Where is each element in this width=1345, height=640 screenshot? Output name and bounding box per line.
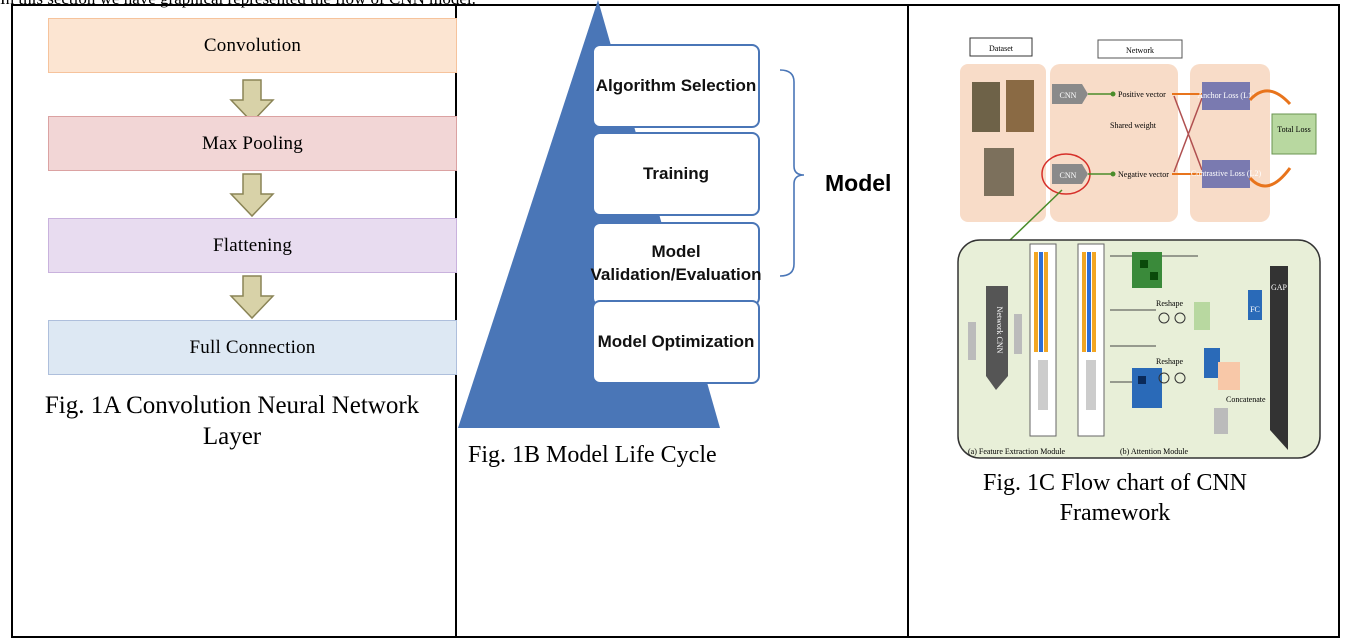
- cnn-block-top: [1052, 84, 1088, 104]
- shared-weight-label: Shared weight: [1110, 121, 1157, 130]
- anchor-loss-label: Anchor Loss (L1): [1197, 91, 1255, 100]
- gap-label: GAP: [1271, 283, 1288, 292]
- reshape-label: Reshape: [1156, 357, 1184, 366]
- cnn-label-bottom: CNN: [1060, 171, 1077, 180]
- elephant-image: [984, 148, 1014, 196]
- layer-max-pooling: Max Pooling: [48, 116, 457, 171]
- fc-label: FC: [1250, 305, 1260, 314]
- layer-convolution: Convolution: [48, 18, 457, 73]
- network-label: Network: [1126, 46, 1154, 55]
- network-cnn-block: [986, 286, 1008, 390]
- figure-table: [11, 4, 1340, 638]
- stage-model-optimization: Model Optimization: [592, 300, 760, 384]
- cnn-block-bottom: [1052, 164, 1088, 184]
- cnn-framework-figure: Dataset Network CNN Positive vector Shar…: [957, 37, 1321, 459]
- gap-block: [1270, 266, 1288, 450]
- dataset-box: [969, 37, 1033, 57]
- reshape-label: Reshape: [1156, 299, 1184, 308]
- negative-vector-label: Negative vector: [1118, 170, 1169, 179]
- cnn-label-top: CNN: [1060, 91, 1077, 100]
- caption-fig-1a: Fig. 1A Convolution Neural Network Layer: [44, 392, 420, 451]
- column-divider-2: [907, 4, 909, 638]
- contrastive-loss-label: Contrastive Loss (L2): [1191, 169, 1262, 178]
- attention-map-blue: [1132, 368, 1162, 408]
- stage-model-validation: Model Validation/Evaluation: [591, 222, 762, 306]
- positive-vector-label: Positive vector: [1118, 90, 1166, 99]
- feature-module-label: (a) Feature Extraction Module: [968, 447, 1066, 456]
- caption-fig-1b: Fig. 1B Model Life Cycle: [468, 442, 717, 468]
- layer-full-connection: Full Connection: [48, 320, 457, 375]
- down-arrow-icon: [229, 275, 275, 320]
- fc-block: [1248, 290, 1262, 320]
- network-cnn-label: Network CNN: [995, 307, 1004, 354]
- dataset-label: Dataset: [989, 44, 1014, 53]
- caption-fig-1c: Fig. 1C Flow chart of CNN Framework: [983, 470, 1247, 526]
- contrastive-loss-box: [1202, 160, 1250, 188]
- down-arrow-icon: [229, 173, 275, 218]
- attention-map-green: [1132, 252, 1162, 288]
- elephant-image: [972, 82, 1000, 132]
- concatenate-label: Concatenate: [1226, 395, 1266, 404]
- model-bracket-label: Model: [825, 170, 892, 196]
- stage-algorithm-selection: Algorithm Selection: [592, 44, 760, 128]
- anchor-loss-box: [1202, 82, 1250, 110]
- network-box: [1097, 39, 1183, 59]
- stage-training: Training: [592, 132, 760, 216]
- total-loss-label: Total Loss: [1277, 125, 1310, 134]
- model-bracket: [779, 69, 805, 277]
- down-arrow-icon: [229, 79, 275, 124]
- layer-flattening: Flattening: [48, 218, 457, 273]
- total-loss-box: [1271, 113, 1317, 155]
- attention-module-label: (b) Attention Module: [1120, 447, 1188, 456]
- elephant-image: [1006, 80, 1034, 132]
